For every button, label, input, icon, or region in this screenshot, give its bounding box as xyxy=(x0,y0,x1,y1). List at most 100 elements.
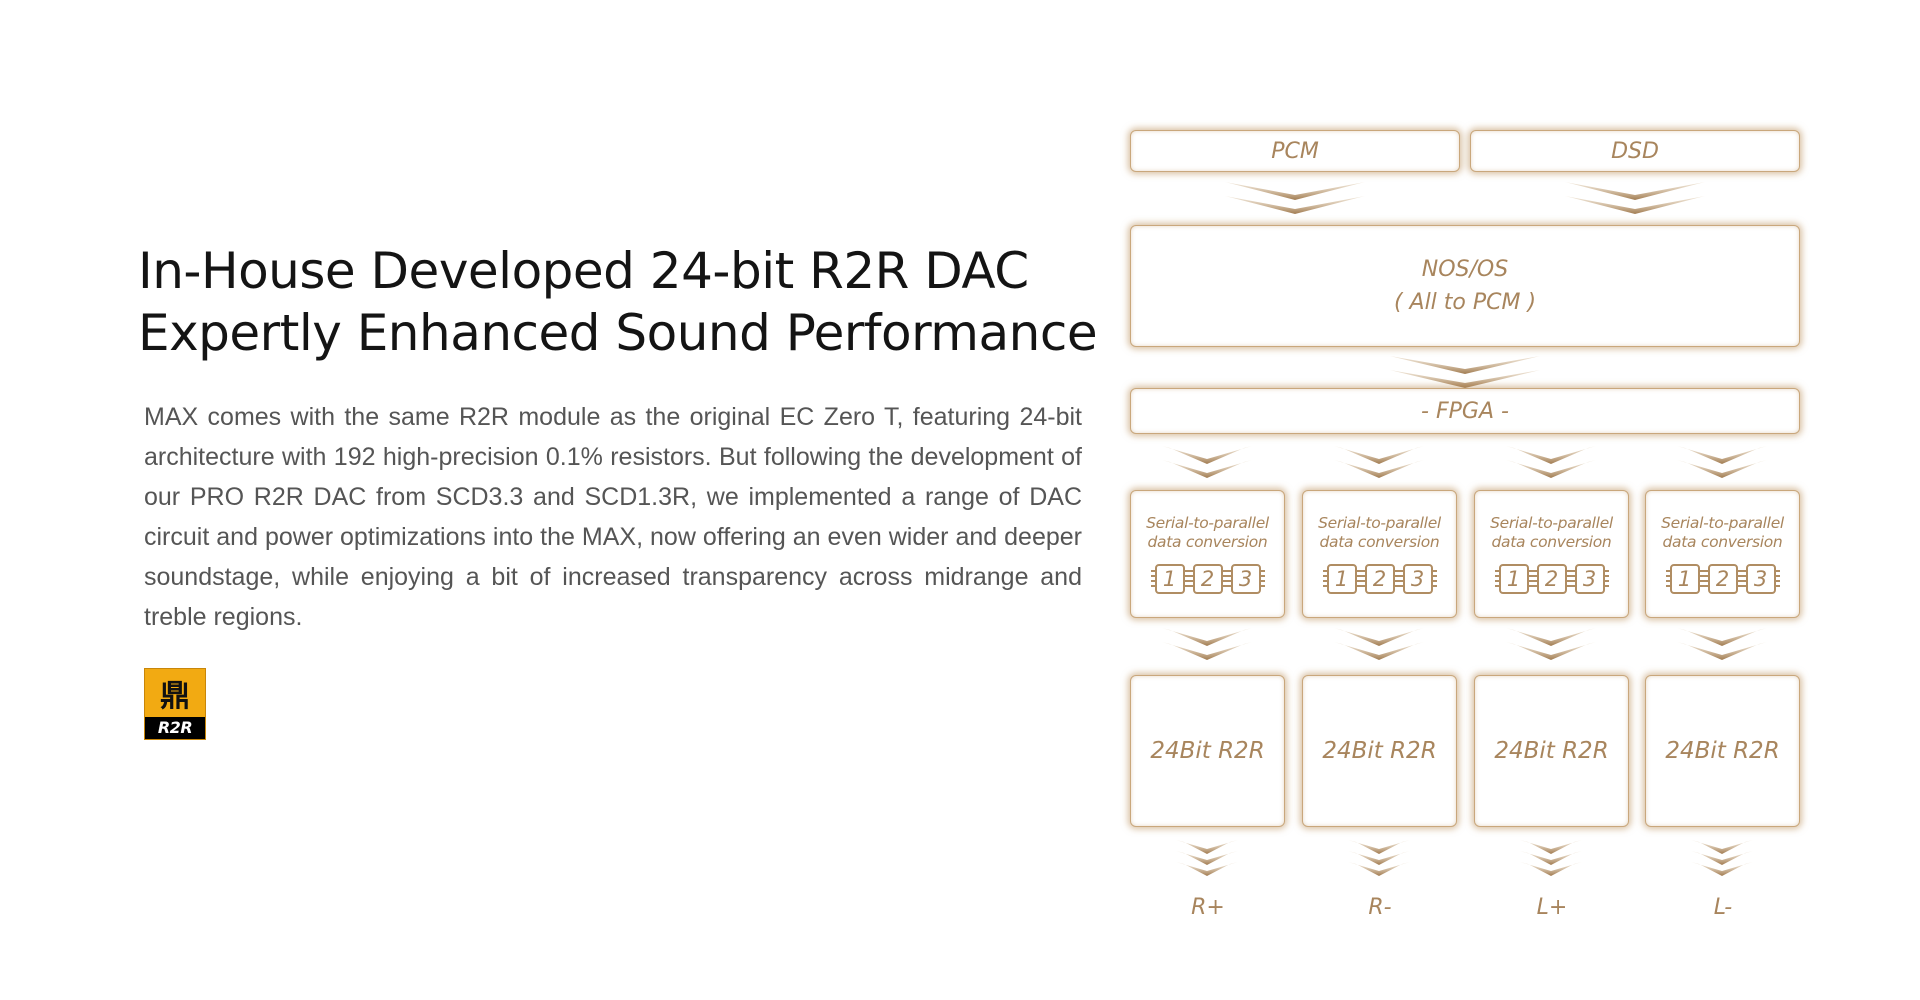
chevron-down-icon xyxy=(1176,851,1238,865)
serial-to-parallel-box: Serial-to-parallel data conversion 1 2 3 xyxy=(1474,490,1629,618)
chevron-down-icon xyxy=(1565,182,1705,200)
chevron-down-icon xyxy=(1348,862,1410,876)
chevron-down-icon xyxy=(1506,446,1596,464)
chevron-down-icon xyxy=(1162,460,1252,478)
sp-label-line1: Serial-to-parallel xyxy=(1318,514,1441,532)
nos-down-arrow xyxy=(1390,356,1540,388)
chevron-down-icon xyxy=(1390,370,1540,388)
pcm-down-arrow xyxy=(1225,182,1365,214)
sp-label-line2: data conversion xyxy=(1319,533,1440,551)
chevron-down-icon xyxy=(1162,446,1252,464)
chip-icon: 3 xyxy=(1226,564,1265,594)
sp-label-line2: data conversion xyxy=(1147,533,1268,551)
output-l-minus: L- xyxy=(1713,895,1733,920)
output-r-plus: R+ xyxy=(1191,895,1225,920)
dsd-down-arrow xyxy=(1565,182,1705,214)
sp-down-arrow xyxy=(1162,628,1252,660)
sp-down-arrow xyxy=(1677,628,1767,660)
chevron-down-icon xyxy=(1677,460,1767,478)
title-line-2: Expertly Enhanced Sound Performance xyxy=(138,304,1098,362)
r2r-module-label: 24Bit R2R xyxy=(1494,738,1609,764)
chip-icon: 1 xyxy=(1322,564,1361,594)
chevron-down-icon xyxy=(1506,628,1596,646)
r2r-module-box: 24Bit R2R xyxy=(1302,675,1457,827)
chevron-down-icon xyxy=(1348,840,1410,854)
chevron-down-icon xyxy=(1677,642,1767,660)
fpga-down-arrow xyxy=(1677,446,1767,478)
chip-group: 1 2 3 xyxy=(1494,564,1609,594)
fpga-label: - FPGA - xyxy=(1421,398,1509,424)
chevron-down-icon xyxy=(1348,851,1410,865)
chevron-down-icon xyxy=(1225,196,1365,214)
sp-label-line1: Serial-to-parallel xyxy=(1661,514,1784,532)
r2r-down-arrow xyxy=(1176,840,1238,876)
pcm-label: PCM xyxy=(1271,138,1319,164)
chevron-down-icon xyxy=(1176,862,1238,876)
logo-band-text: R2R xyxy=(145,717,205,739)
chevron-down-icon xyxy=(1390,356,1540,374)
chip-icon: 2 xyxy=(1188,564,1227,594)
r2r-down-arrow xyxy=(1691,840,1753,876)
chevron-down-icon xyxy=(1334,446,1424,464)
r2r-logo: 鼎 R2R xyxy=(144,668,206,740)
flow-arrows xyxy=(1162,182,1767,876)
output-l-plus: L+ xyxy=(1536,895,1568,920)
sp-label-line1: Serial-to-parallel xyxy=(1146,514,1269,532)
chevron-down-icon xyxy=(1565,196,1705,214)
r2r-down-arrow xyxy=(1348,840,1410,876)
chip-icon: 2 xyxy=(1360,564,1399,594)
logo-glyph: 鼎 xyxy=(160,679,190,714)
chip-icon: 2 xyxy=(1532,564,1571,594)
chevron-down-icon xyxy=(1334,642,1424,660)
serial-to-parallel-box: Serial-to-parallel data conversion 1 2 3 xyxy=(1645,490,1800,618)
dsd-input-box: DSD xyxy=(1470,130,1800,172)
chip-icon: 2 xyxy=(1703,564,1742,594)
chevron-down-icon xyxy=(1520,840,1582,854)
chip-group: 1 2 3 xyxy=(1322,564,1437,594)
sp-label-line2: data conversion xyxy=(1491,533,1612,551)
serial-to-parallel-box: Serial-to-parallel data conversion 1 2 3 xyxy=(1302,490,1457,618)
r2r-down-arrow xyxy=(1520,840,1582,876)
chip-group: 1 2 3 xyxy=(1665,564,1780,594)
output-r-minus: R- xyxy=(1368,895,1392,920)
r2r-module-label: 24Bit R2R xyxy=(1150,738,1265,764)
r2r-module-box: 24Bit R2R xyxy=(1474,675,1629,827)
description-paragraph: MAX comes with the same R2R module as th… xyxy=(144,403,1082,631)
chip-icon: 3 xyxy=(1570,564,1609,594)
chevron-down-icon xyxy=(1691,840,1753,854)
chevron-down-icon xyxy=(1506,642,1596,660)
chip-icon: 1 xyxy=(1494,564,1533,594)
chevron-down-icon xyxy=(1677,628,1767,646)
sp-down-arrow xyxy=(1506,628,1596,660)
chevron-down-icon xyxy=(1691,862,1753,876)
chip-icon: 1 xyxy=(1665,564,1704,594)
r2r-signal-flow-diagram: PCM DSD NOS/OS ( All to PCM ) - FPGA - S… xyxy=(1120,120,1800,930)
chevron-down-icon xyxy=(1334,628,1424,646)
chip-icon: 3 xyxy=(1398,564,1437,594)
chip-icon: 1 xyxy=(1150,564,1189,594)
r2r-module-box: 24Bit R2R xyxy=(1130,675,1285,827)
chip-icon: 3 xyxy=(1741,564,1780,594)
r2r-module-label: 24Bit R2R xyxy=(1665,738,1780,764)
fpga-down-arrow xyxy=(1334,446,1424,478)
chevron-down-icon xyxy=(1520,862,1582,876)
chip-group: 1 2 3 xyxy=(1150,564,1265,594)
chevron-down-icon xyxy=(1334,460,1424,478)
chevron-down-icon xyxy=(1506,460,1596,478)
chevron-down-icon xyxy=(1162,642,1252,660)
sp-label-line1: Serial-to-parallel xyxy=(1490,514,1613,532)
fpga-down-arrow xyxy=(1506,446,1596,478)
chevron-down-icon xyxy=(1162,628,1252,646)
dsd-label: DSD xyxy=(1611,138,1659,164)
chevron-down-icon xyxy=(1176,840,1238,854)
fpga-down-arrow xyxy=(1162,446,1252,478)
serial-to-parallel-box: Serial-to-parallel data conversion 1 2 3 xyxy=(1130,490,1285,618)
nos-os-box: NOS/OS ( All to PCM ) xyxy=(1130,225,1800,347)
sp-down-arrow xyxy=(1334,628,1424,660)
chevron-down-icon xyxy=(1520,851,1582,865)
fpga-box: - FPGA - xyxy=(1130,388,1800,434)
all-to-pcm-label: ( All to PCM ) xyxy=(1393,290,1537,315)
r2r-module-label: 24Bit R2R xyxy=(1322,738,1437,764)
nos-os-label: NOS/OS xyxy=(1421,257,1509,282)
page-title: In-House Developed 24-bit R2R DAC Expert… xyxy=(138,240,1098,364)
